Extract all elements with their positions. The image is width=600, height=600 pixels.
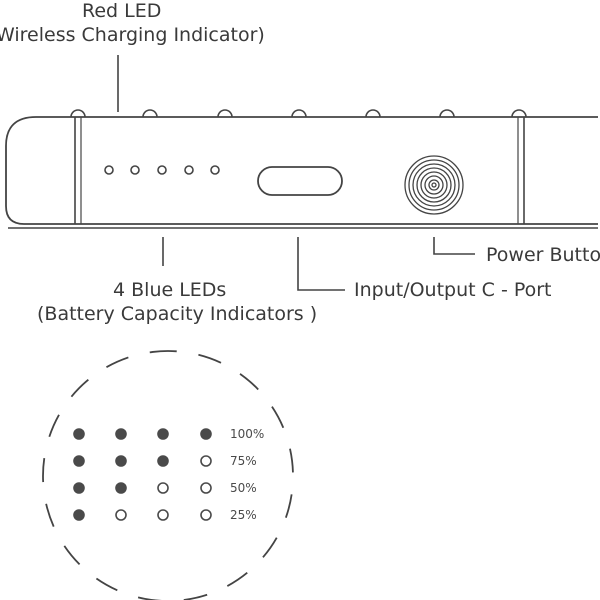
capacity-percent-label: 25% [230,508,257,522]
battery-capacity-label: (Battery Capacity Indicators ) [37,303,318,325]
led-dot-off [157,509,169,521]
power-button-label: Power Button [486,244,600,266]
usb-c-port [257,166,343,196]
led-dot-off [200,455,212,467]
led-dot-on [157,428,169,440]
capacity-percent-label: 75% [230,454,257,468]
legend-dot-grid [73,428,212,521]
led-dot-off [157,482,169,494]
top-bump [217,109,233,118]
led-dot-on [157,455,169,467]
wireless-indicator-label: Wireless Charging Indicator) [0,24,265,46]
led-dot-on [115,428,127,440]
led-dot-off [200,482,212,494]
top-bump [142,109,158,118]
blue-leds-label: 4 Blue LEDs [113,279,227,301]
top-bump [511,109,527,118]
led-dot-on [73,482,85,494]
top-bump [439,109,455,118]
device-body-outline [5,116,598,225]
device-led [157,165,167,175]
led-dot-off [200,509,212,521]
red-led-label: Red LED [82,0,162,22]
led-dot-on [115,482,127,494]
led-dot-on [73,509,85,521]
io-port-label: Input/Output C - Port [354,279,552,301]
device-led [184,165,194,175]
io-port-leader [297,237,345,291]
led-dot-on [73,455,85,467]
capacity-percent-label: 50% [230,481,257,495]
led-dot-off [115,509,127,521]
top-bump [365,109,381,118]
device-led [130,165,140,175]
leader-lines [117,55,475,291]
capacity-percent-label: 100% [230,427,265,441]
power-button-icon [404,155,464,215]
legend-dashed-circle [42,350,294,600]
power-button-leader [433,237,475,255]
led-dot-on [115,455,127,467]
device-led [104,165,114,175]
device-led [210,165,220,175]
led-dot-on [200,428,212,440]
top-bump [70,109,86,118]
top-bumps [70,109,527,118]
top-bump [291,109,307,118]
led-dot-on [73,428,85,440]
device-led-row [104,165,220,175]
